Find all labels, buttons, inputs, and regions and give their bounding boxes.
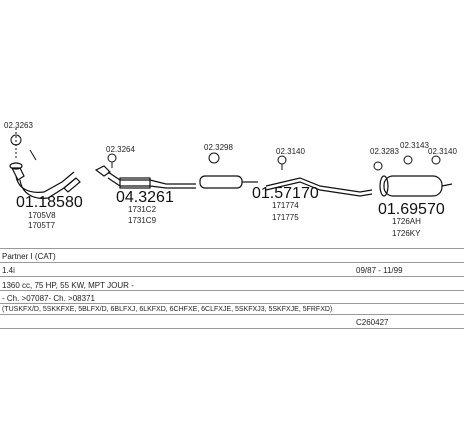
divider [0, 276, 464, 277]
part1-oe-1: 1705V8 [28, 211, 56, 220]
divider [0, 290, 464, 291]
divider [0, 262, 464, 263]
front-pipe-part [9, 162, 81, 199]
part5-accessory-3: 02.3140 [428, 147, 457, 156]
part2-number: 04.3261 [116, 189, 174, 206]
gasket-icon [10, 128, 37, 161]
part5-oe-2: 1726KY [392, 229, 421, 238]
part1-number: 01.18580 [16, 194, 83, 211]
catalyst-part [94, 165, 196, 189]
hanger-icon [208, 152, 220, 164]
part3-accessory: 02.3298 [204, 143, 233, 152]
rear-silencer-part [379, 175, 453, 197]
part5-oe-1: 1726AH [392, 217, 421, 226]
chassis-range: - Ch. >07087- Ch. >08371 [2, 294, 95, 303]
part4-number: 01.57170 [252, 185, 319, 202]
divider [0, 328, 464, 329]
production-dates: 09/87 - 11/99 [356, 266, 403, 275]
part5-accessory-2: 02.3143 [400, 141, 429, 150]
clamp-icon [107, 153, 117, 168]
part2-accessory: 02.3264 [106, 145, 135, 154]
intermediate-pipe-part [265, 177, 373, 197]
part5-number: 01.69570 [378, 201, 445, 218]
bracket-icon [277, 155, 287, 170]
divider [0, 314, 464, 315]
part2-oe-2: 1731C9 [128, 216, 157, 225]
part4-oe-2: 171775 [272, 213, 299, 222]
part1-oe-2: 1705T7 [28, 221, 56, 230]
engine-specs: 1360 cc, 75 HP, 55 KW, MPT JOUR - [2, 281, 134, 290]
divider [0, 248, 464, 249]
catalog-number: C260427 [356, 318, 389, 327]
exhaust-system-diagram: 02.3263 01.18580 1705V8 1705T7 02.3264 0… [4, 121, 457, 238]
divider [0, 303, 464, 304]
engine: 1.4i [2, 266, 15, 275]
part4-accessory: 02.3140 [276, 147, 305, 156]
part1-accessory: 02.3263 [4, 121, 33, 130]
part5-accessory-1: 02.3283 [370, 147, 399, 156]
model-name: Partner I (CAT) [2, 252, 56, 261]
part4-oe-1: 171774 [272, 201, 299, 210]
rubber-mount-icon [373, 155, 441, 171]
engine-codes: (TUSKFX/D, 5SKKFXE, 5BLFX/D, 6BLFXJ, 6LK… [2, 306, 333, 313]
center-silencer-part [199, 175, 258, 189]
part2-oe-1: 1731C2 [128, 205, 157, 214]
